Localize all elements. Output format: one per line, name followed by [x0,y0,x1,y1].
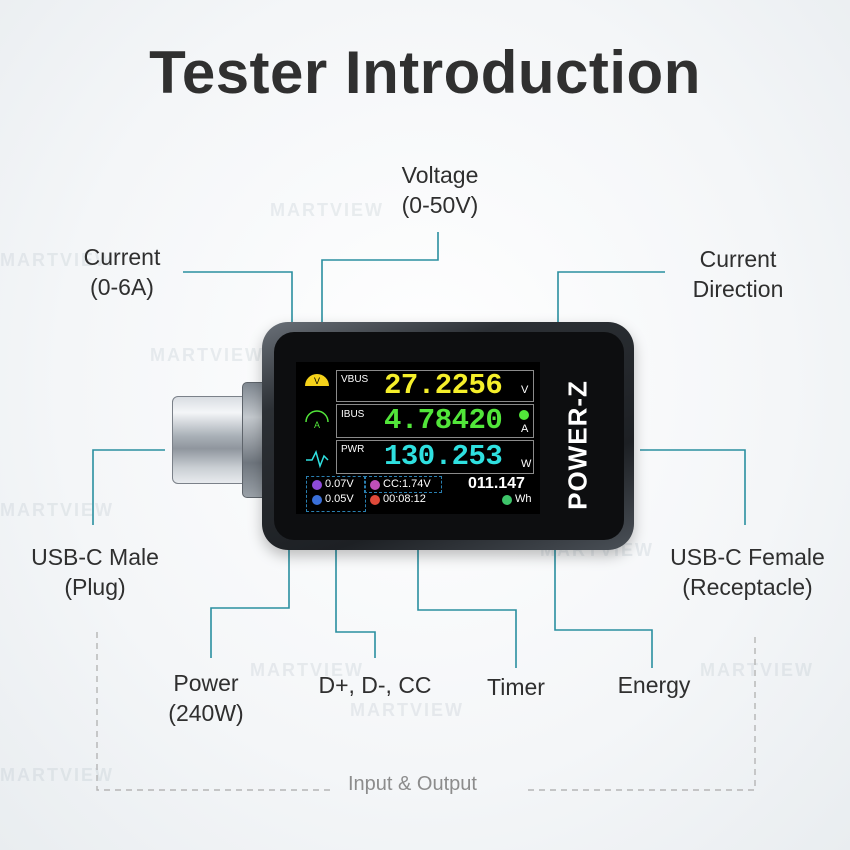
label-power: Power (240W) [146,668,266,728]
brand-logo: POWER-Z [548,360,608,530]
timer-value: 00:08:12 [383,493,426,505]
pwr-unit: W [521,458,532,470]
label-usbc-male-type: (Plug) [64,574,126,600]
ibus-row [336,404,534,438]
screen-icons: V A [305,374,329,469]
watermark: MARTVIEW [150,345,264,365]
dpdm-box [306,476,366,512]
dminus-value: 0.05V [325,493,354,505]
label-energy: Energy [617,672,691,698]
dplus-icon [312,480,322,490]
svg-text:V: V [314,376,320,386]
label-usbc-female-type: (Receptacle) [682,574,813,600]
watermark: MARTVIEW [270,200,384,220]
vbus-unit: V [521,384,529,396]
label-voltage-name: Voltage [401,162,479,188]
dminus-icon [312,495,322,505]
energy-unit: Wh [515,493,532,505]
cc-box [364,476,442,493]
label-current-range: (0-6A) [90,274,154,300]
label-timer: Timer [487,674,545,700]
label-current-direction-line1: Current [699,246,777,272]
label-usbc-male-name: USB-C Male [31,544,159,570]
label-voltage: Voltage (0-50V) [380,160,500,220]
current-direction-icon [519,410,529,420]
vbus-value: 27.2256 [384,369,503,402]
timer-icon [370,495,380,505]
ibus-label: IBUS [341,409,365,420]
label-usbc-female: USB-C Female (Receptacle) [650,542,845,602]
vbus-label: VBUS [341,374,369,385]
energy-icon [502,495,512,505]
power-wave-icon [306,449,329,469]
page-title: Tester Introduction [149,39,701,106]
label-usbc-female-name: USB-C Female [670,544,825,570]
watermark: MARTVIEW [0,500,114,520]
ibus-unit: A [521,423,529,435]
label-usbc-male: USB-C Male (Plug) [10,542,180,602]
watermark: MARTVIEW [700,660,814,680]
watermark: MARTVIEW [0,250,114,270]
cc-icon [370,480,380,490]
vbus-row [336,370,534,402]
label-current-direction: Current Direction [668,244,808,304]
watermark: MARTVIEW [350,700,464,720]
dplus-value: 0.07V [325,478,354,490]
cc-value: CC:1.74V [383,478,431,490]
watermark: MARTVIEW [0,765,114,785]
label-voltage-range: (0-50V) [401,192,479,218]
label-dpdm-cc: D+, D-, CC [318,672,432,698]
pwr-value: 130.253 [384,440,503,473]
pwr-row [336,440,534,474]
watermark: MARTVIEW [250,660,364,680]
label-input-output: Input & Output [348,773,477,795]
device-screen: V A VBUS 27.2256 V IBUS 4.78420 A PWR 13… [296,362,540,514]
label-current-direction-line2: Direction [692,276,784,302]
voltage-gauge-icon: V [305,374,329,386]
label-current: Current (0-6A) [62,242,182,302]
current-gauge-icon: A [305,410,329,430]
ibus-value: 4.78420 [384,404,503,437]
label-power-range: (240W) [168,700,244,726]
svg-text:A: A [314,420,320,430]
label-power-name: Power [173,670,239,696]
pwr-label: PWR [341,444,365,455]
brand-text: POWER-Z [562,380,593,510]
label-current-name: Current [83,244,161,270]
energy-value: 011.147 [468,475,525,492]
